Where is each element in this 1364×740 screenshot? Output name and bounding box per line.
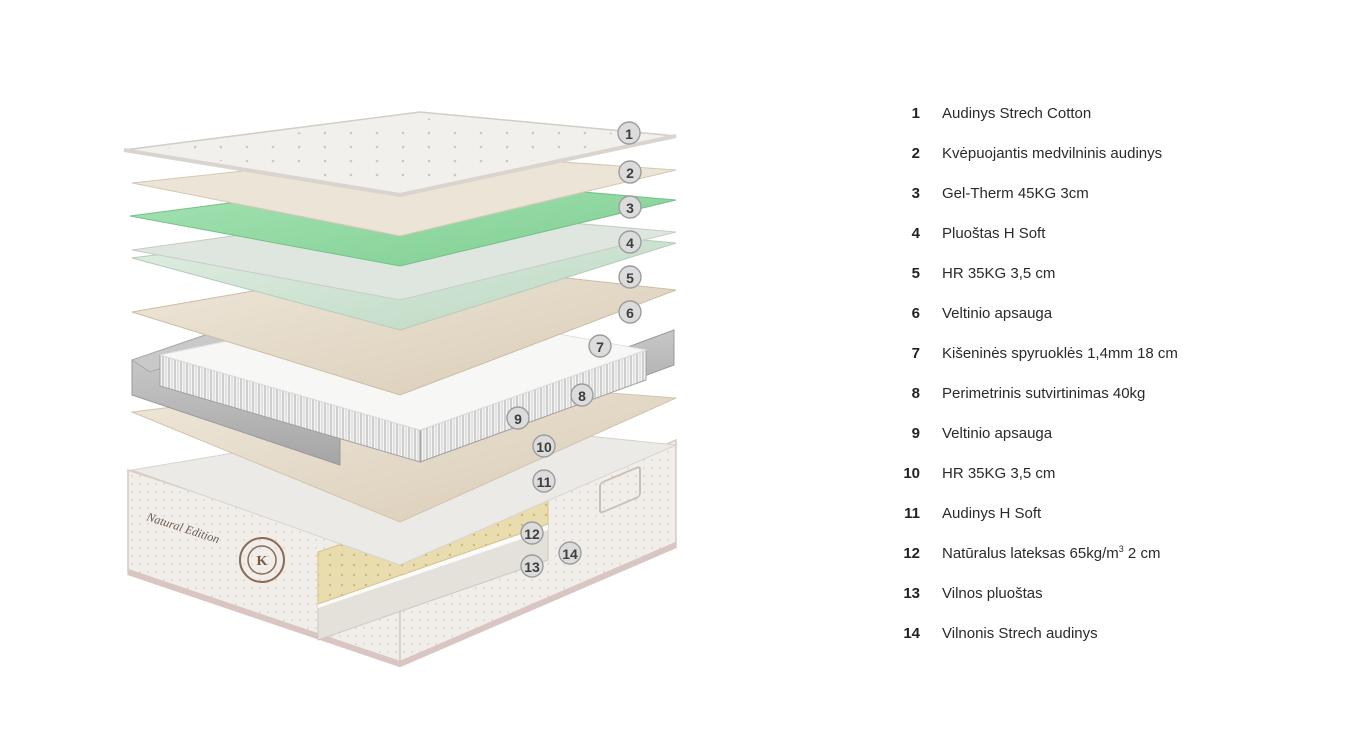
- layer-marker-number: 1: [625, 126, 633, 142]
- legend-item: 1 Audinys Strech Cotton: [896, 93, 1336, 133]
- brand-emblem: K: [239, 537, 285, 583]
- layer-marker-11: 11: [532, 469, 556, 493]
- legend-number: 7: [911, 344, 920, 362]
- legend-label: HR 35KG 3,5 cm: [942, 265, 1055, 282]
- layer-legend: 1 Audinys Strech Cotton 2 Kvėpuojantis medv…: [896, 93, 1336, 653]
- legend-label-text: Audinys Strech Cotton: [942, 104, 1092, 122]
- layer-marker-5: 5: [618, 265, 642, 289]
- legend-number: 9: [911, 424, 920, 442]
- layer-marker-number: 6: [626, 305, 634, 321]
- layer-marker-13: 13: [520, 554, 544, 578]
- layer-marker-number: 3: [626, 200, 634, 216]
- legend-item: 6 Veltinio apsauga: [896, 293, 1336, 333]
- layer-marker-9: 9: [506, 406, 530, 430]
- legend-label-text: Perimetrinis sutvirtinimas 40kg: [942, 384, 1146, 402]
- legend-number: 4: [911, 224, 920, 242]
- legend-item: 4 Pluoštas H Soft: [896, 213, 1336, 253]
- legend-label-text: Pluoštas H Soft: [942, 224, 1046, 242]
- legend-label-text: Audinys H Soft: [942, 504, 1042, 522]
- legend-number: 8: [911, 384, 920, 402]
- legend-number: 5: [911, 264, 920, 282]
- layer-marker-4: 4: [618, 230, 642, 254]
- legend-item: 3 Gel-Therm 45KG 3cm: [896, 173, 1336, 213]
- legend-number: 14: [903, 624, 920, 642]
- legend-label-text: Vilnos pluoštas: [942, 584, 1043, 602]
- legend-item: 10 HR 35KG 3,5 cm: [896, 453, 1336, 493]
- layer-marker-number: 10: [536, 439, 552, 455]
- layer-marker-number: 2: [626, 165, 634, 181]
- legend-item: 14 Vilnonis Strech audinys: [896, 613, 1336, 653]
- legend-label: HR 35KG 3,5 cm: [942, 465, 1055, 482]
- legend-number: 3: [911, 184, 920, 202]
- legend-item: 11 Audinys H Soft: [896, 493, 1336, 533]
- legend-label: Vilnos pluoštas: [942, 585, 1043, 602]
- legend-label: Perimetrinis sutvirtinimas 40kg: [942, 385, 1145, 402]
- legend-number: 1: [911, 104, 920, 122]
- legend-label-text: Gel-Therm 45KG 3cm: [942, 184, 1089, 202]
- layer-marker-number: 5: [626, 270, 634, 286]
- legend-label-text: HR 35KG 3,5 cm: [942, 264, 1056, 282]
- legend-label: Audinys Strech Cotton: [942, 105, 1091, 122]
- legend-label-text: Kišeninės spyruoklės 1,4mm 18 cm: [942, 344, 1178, 362]
- legend-label-text: Vilnonis Strech audinys: [942, 624, 1098, 642]
- layer-marker-12: 12: [520, 521, 544, 545]
- legend-label: Kišeninės spyruoklės 1,4mm 18 cm: [942, 345, 1178, 362]
- mattress-layers-diagram: Natural Edition K: [123, 111, 678, 668]
- legend-label-text: Veltinio apsauga: [942, 424, 1053, 442]
- layer-marker-number: 12: [524, 526, 540, 542]
- legend-label-superscript: 3: [1118, 544, 1124, 554]
- layer-marker-number: 11: [537, 474, 552, 490]
- layer-marker-3: 3: [618, 195, 642, 219]
- mattress-illustration: Natural Edition K: [123, 111, 678, 668]
- legend-label: Gel-Therm 45KG 3cm: [942, 185, 1089, 202]
- layer-1-top-cover: [123, 111, 677, 198]
- layer-marker-10: 10: [532, 434, 556, 458]
- legend-number: 2: [911, 144, 920, 162]
- legend-number: 6: [911, 304, 920, 322]
- layer-marker-number: 13: [524, 559, 540, 575]
- layer-marker-number: 7: [596, 339, 604, 355]
- layer-marker-7: 7: [588, 334, 612, 358]
- layer-marker-8: 8: [570, 383, 594, 407]
- legend-number: 10: [903, 464, 920, 482]
- layer-marker-2: 2: [618, 160, 642, 184]
- legend-label: Natūralus lateksas 65kg/m3 2 cm: [942, 544, 1160, 562]
- legend-item: 8 Perimetrinis sutvirtinimas 40kg: [896, 373, 1336, 413]
- legend-label-suffix: 2 cm: [1123, 545, 1161, 562]
- legend-item: 2 Kvėpuojantis medvilninis audinys: [896, 133, 1336, 173]
- legend-item: 9 Veltinio apsauga: [896, 413, 1336, 453]
- legend-number: 13: [903, 584, 920, 602]
- layer-marker-number: 9: [514, 411, 522, 427]
- legend-label-text: HR 35KG 3,5 cm: [942, 464, 1056, 482]
- legend-label: Pluoštas H Soft: [942, 225, 1045, 242]
- logo-letter: K: [257, 554, 268, 569]
- legend-item: 13 Vilnos pluoštas: [896, 573, 1336, 613]
- legend-item: 5 HR 35KG 3,5 cm: [896, 253, 1336, 293]
- layer-marker-1: 1: [617, 121, 641, 145]
- layer-marker-number: 14: [562, 546, 578, 562]
- legend-label: Veltinio apsauga: [942, 425, 1052, 442]
- legend-number: 12: [903, 544, 920, 562]
- legend-label: Audinys H Soft: [942, 505, 1041, 522]
- legend-item: 12 Natūralus lateksas 65kg/m3 2 cm: [896, 533, 1336, 573]
- legend-label: Veltinio apsauga: [942, 305, 1052, 322]
- layer-marker-14: 14: [558, 541, 582, 565]
- legend-label: Vilnonis Strech audinys: [942, 625, 1098, 642]
- layer-marker-number: 8: [578, 388, 586, 404]
- legend-label-text: Veltinio apsauga: [942, 304, 1053, 322]
- legend-number: 11: [904, 504, 920, 522]
- legend-label-text: Natūralus lateksas 65kg/m: [942, 545, 1119, 562]
- legend-label-text: Kvėpuojantis medvilninis audinys: [942, 144, 1163, 162]
- legend-item: 7 Kišeninės spyruoklės 1,4mm 18 cm: [896, 333, 1336, 373]
- layer-marker-6: 6: [618, 300, 642, 324]
- layer-marker-number: 4: [626, 235, 634, 251]
- legend-label: Kvėpuojantis medvilninis audinys: [942, 145, 1162, 162]
